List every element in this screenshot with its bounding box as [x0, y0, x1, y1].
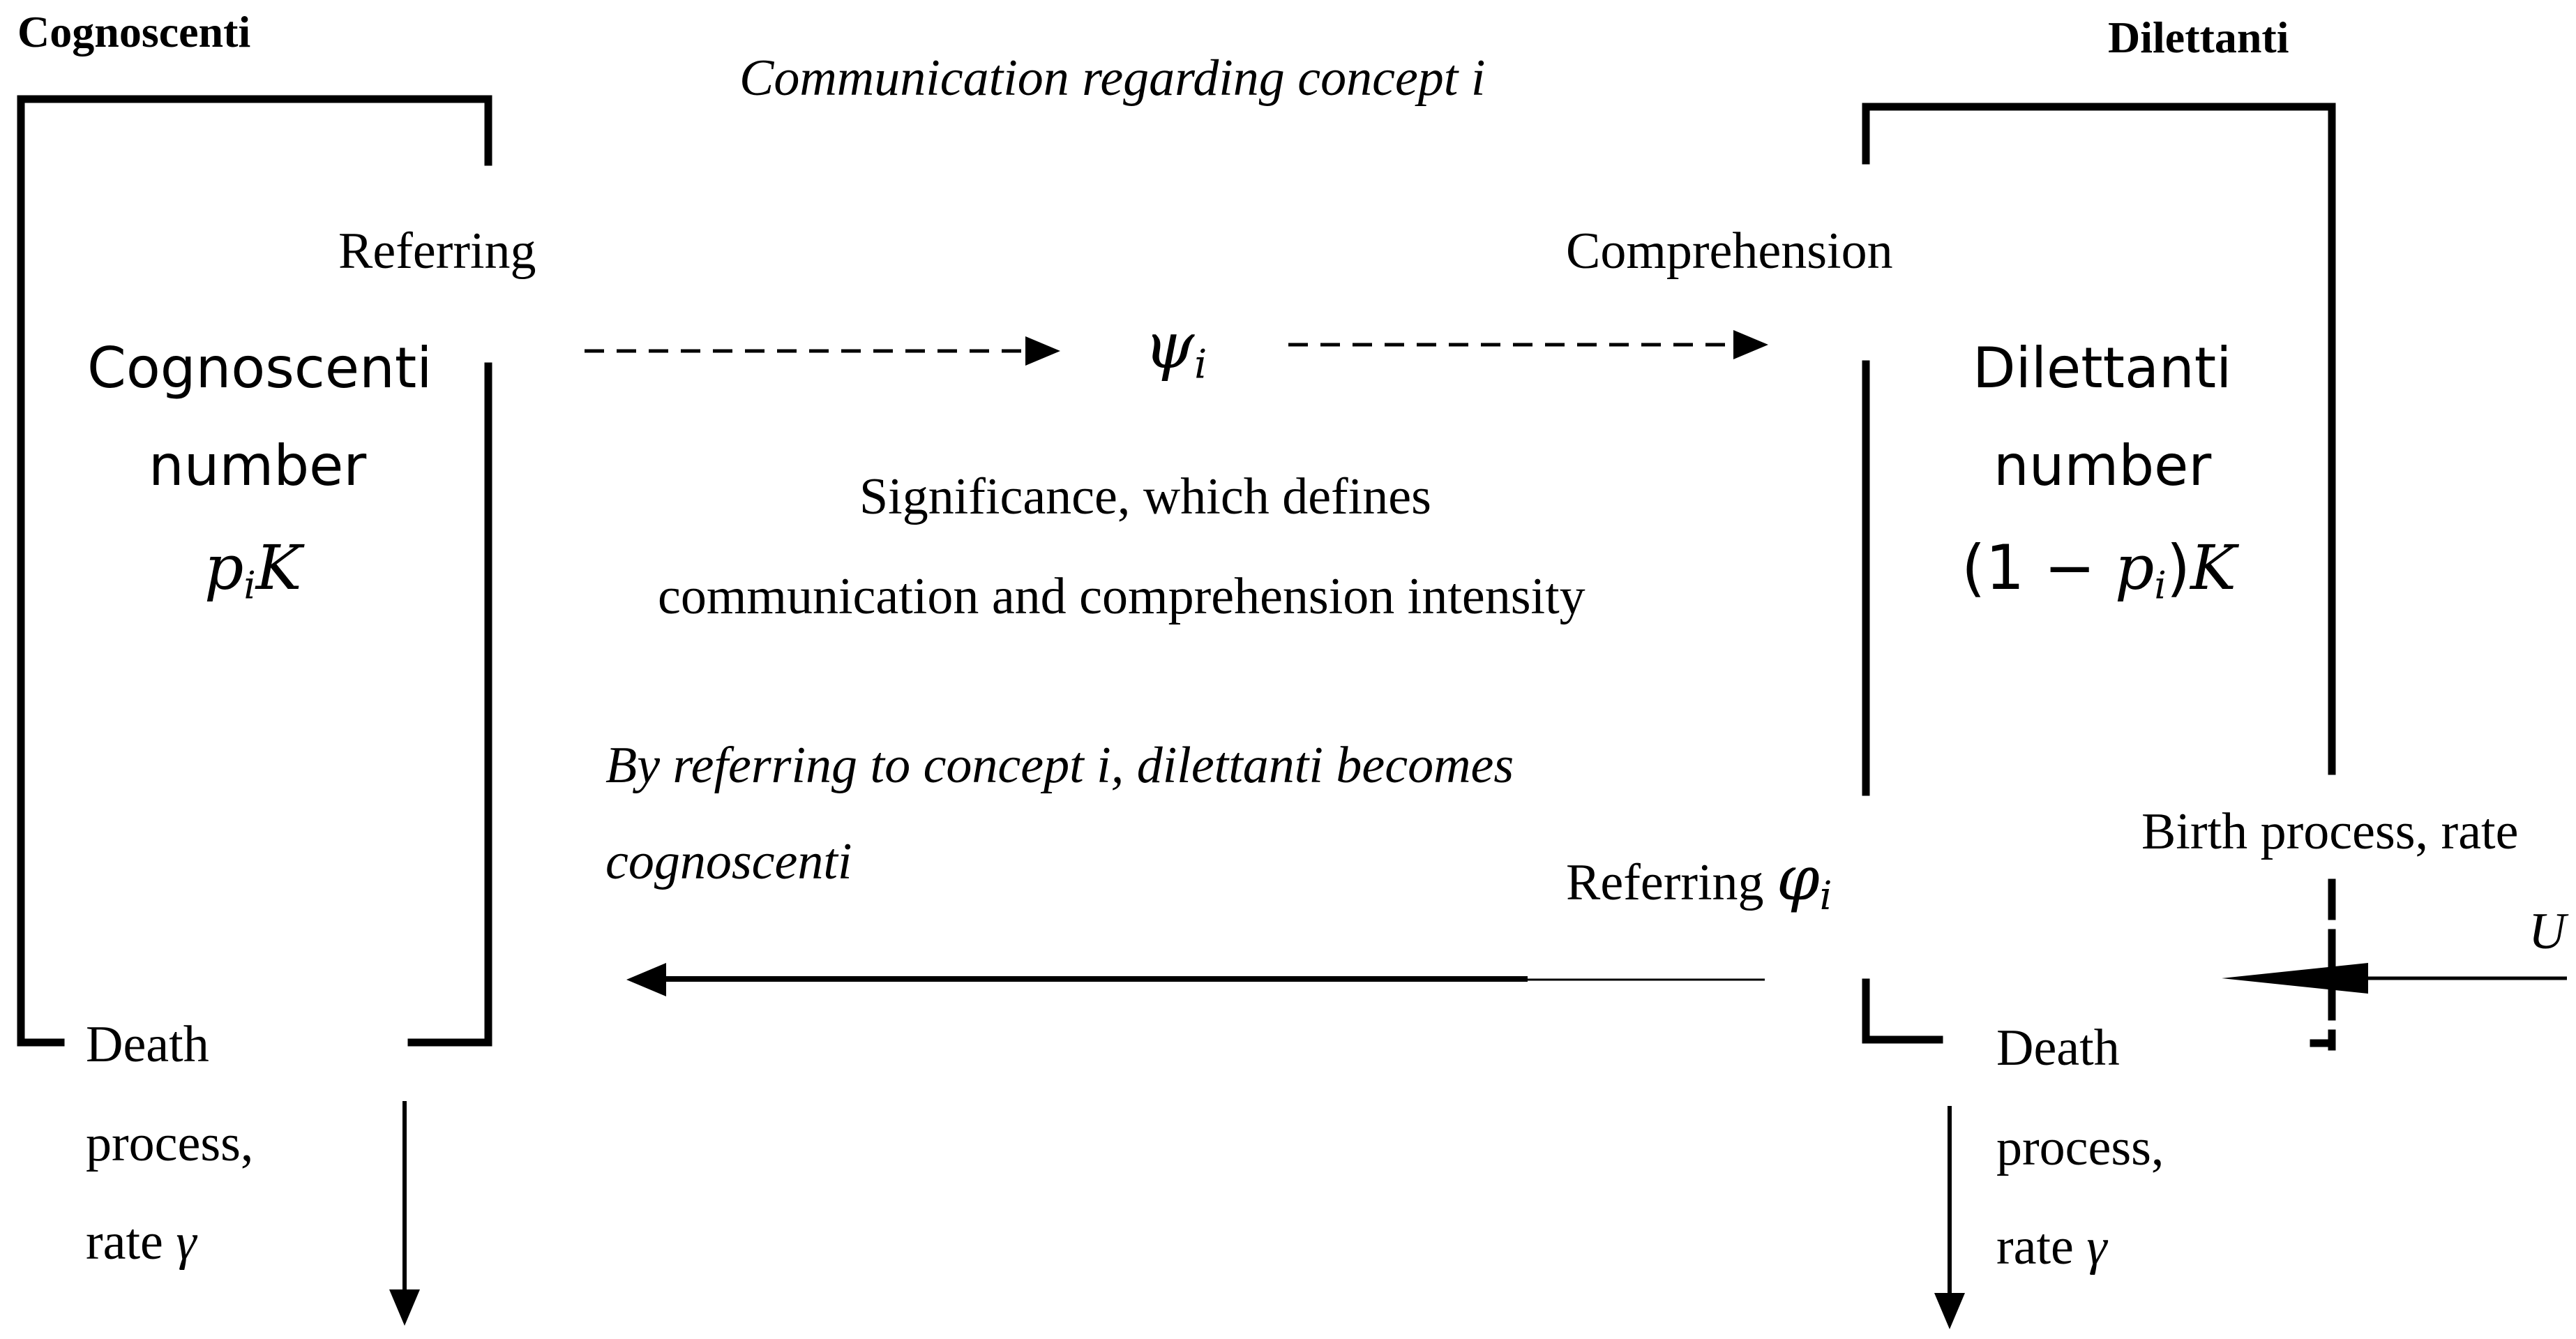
death-arrow-left [389, 1101, 420, 1326]
dashed-arrow-to-dilettanti [1288, 330, 1768, 359]
dilettanti-bracket [1862, 103, 2336, 1051]
cognoscenti-box-title: Cognoscenti [87, 336, 432, 401]
dilettanti-heading: Dilettanti [2108, 13, 2289, 62]
dilettanti-box-title: Dilettanti [1973, 336, 2232, 401]
dilettanti-count-formula: (1 − pi)K [1961, 532, 2236, 608]
communication-caption: Communication regarding concept i [739, 50, 1486, 107]
birth-rate-symbol: U [2529, 903, 2566, 960]
death-right-line1: Death [1996, 1019, 2120, 1077]
transition-text-line2: cognoscenti [605, 833, 852, 890]
death-left-line1: Death [86, 1016, 209, 1073]
cognoscenti-box-number: number [149, 433, 367, 498]
death-right-rate: rate γ [1996, 1218, 2107, 1276]
significance-psi-symbol: ψi [1144, 308, 1207, 388]
birth-arrow [2222, 963, 2567, 994]
significance-text-line1: Significance, which defines [859, 468, 1431, 525]
dilettanti-box-number: number [1994, 433, 2212, 498]
cognoscenti-count-formula: piK [204, 532, 302, 608]
dashed-arrow-to-psi [585, 336, 1060, 366]
death-left-line2: process, [86, 1115, 254, 1172]
significance-text-line2: communication and comprehension intensit… [658, 568, 1585, 625]
cognoscenti-bracket [17, 95, 492, 1047]
referring-arrow-to-cognoscenti [626, 963, 1765, 996]
death-arrow-right [1934, 1106, 1965, 1329]
transition-text-line1: By referring to concept i, dilettanti be… [605, 737, 1514, 794]
death-left-rate: rate γ [86, 1213, 197, 1271]
cognoscenti-heading: Cognoscenti [17, 7, 251, 57]
birth-process-label: Birth process, rate [2141, 803, 2519, 860]
death-right-line2: process, [1996, 1119, 2164, 1176]
referring-phi-label: Referring φi [1566, 842, 1832, 919]
comprehension-label: Comprehension [1566, 223, 1893, 280]
referring-label: Referring [338, 223, 536, 280]
